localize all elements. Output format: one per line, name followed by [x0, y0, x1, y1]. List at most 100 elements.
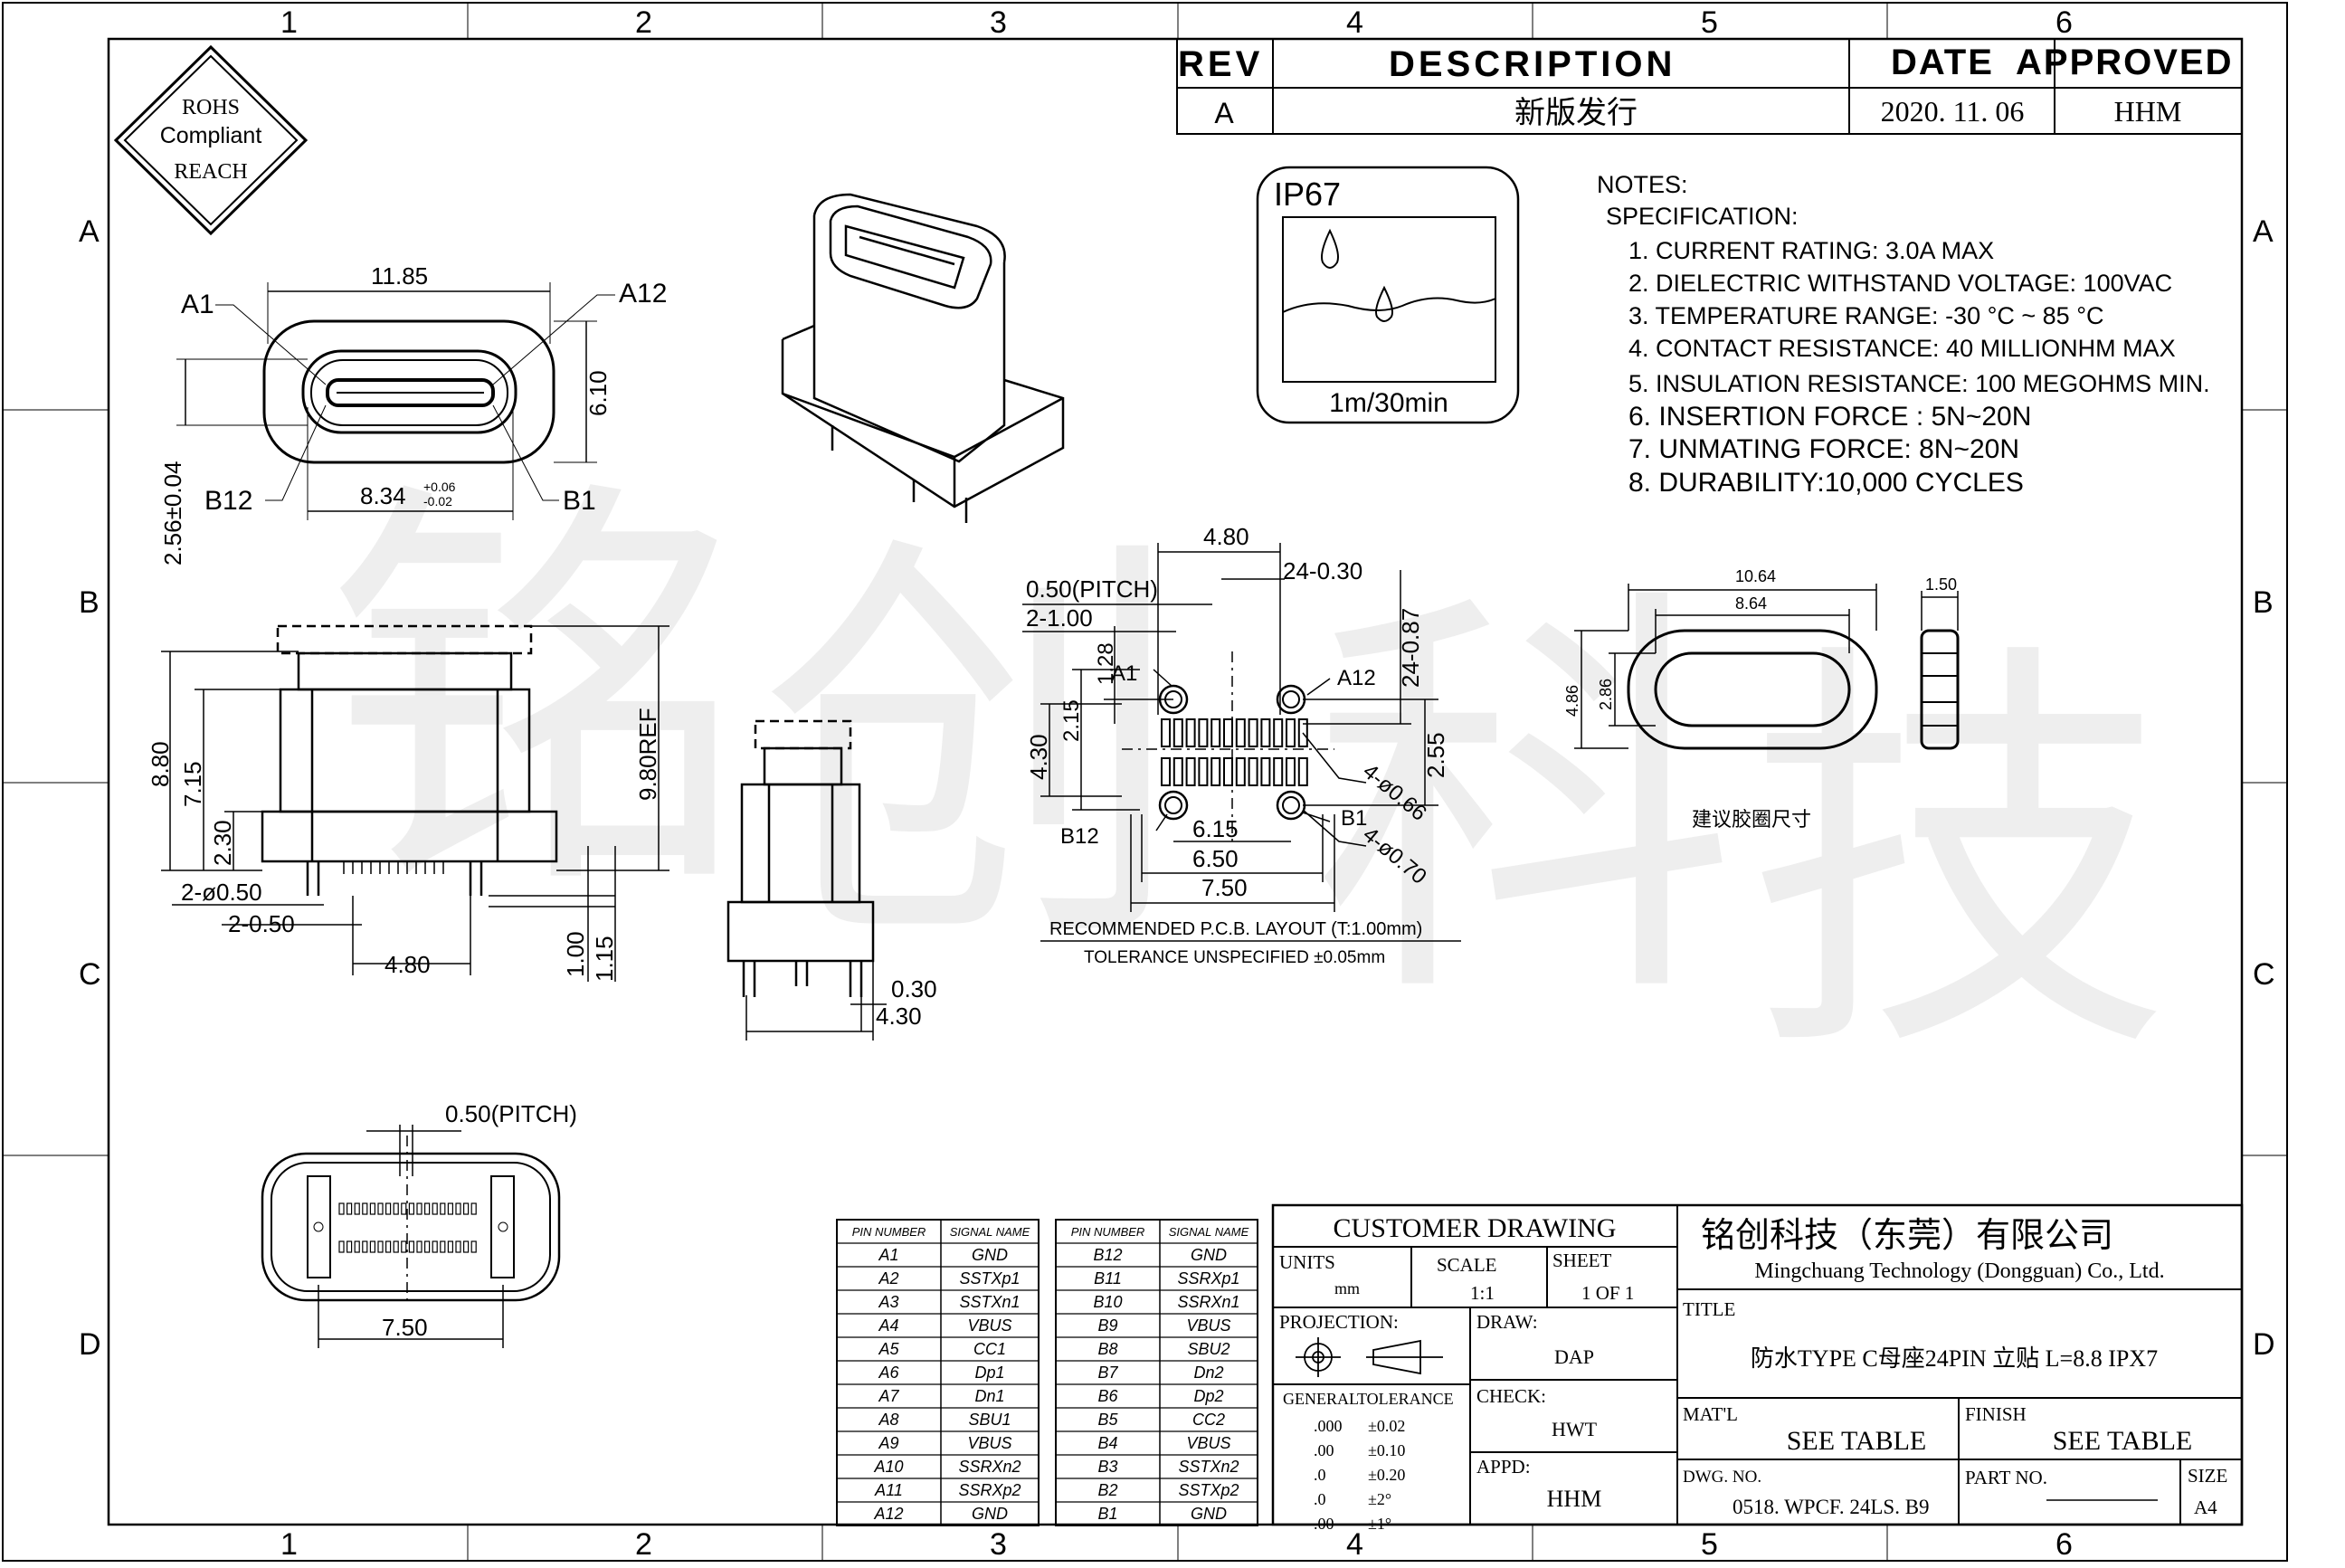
- pin-number-cell: B1: [1097, 1505, 1117, 1523]
- rev-header: REV: [1178, 44, 1263, 84]
- bottom-pin: [447, 1240, 453, 1253]
- bottom-pin: [385, 1202, 392, 1215]
- row-label-d-left: D: [79, 1327, 101, 1362]
- pcb-pad: [1260, 718, 1271, 747]
- pin-number-cell: A9: [878, 1434, 898, 1452]
- pcb-dim-top: 4.80: [1203, 523, 1249, 550]
- water-drop-icon-2: [1375, 285, 1393, 322]
- tolerance-rows: .000±0.02.00±0.10.0±0.20.0±2°.00±1°: [1314, 1417, 1405, 1533]
- pcb-pad: [1198, 718, 1209, 747]
- front-pin-b12: B12: [204, 486, 252, 516]
- signal-name-cell: GND: [972, 1505, 1008, 1523]
- pin-number-cell: B2: [1097, 1481, 1117, 1499]
- dim-side-pitch: 4.80: [385, 951, 431, 978]
- pcb-pad: [1185, 718, 1196, 747]
- signal-name-cell: SSTXn1: [959, 1293, 1020, 1311]
- pcb-pad: [1210, 757, 1221, 786]
- bottom-pin: [447, 1202, 453, 1215]
- signal-name-cell: SSTXn2: [1178, 1458, 1239, 1476]
- note-item-4: 4. CONTACT RESISTANCE: 40 MILLIONHM MAX: [1628, 335, 2176, 362]
- pcb-dim-pads: 2-1.00: [1026, 604, 1093, 632]
- bottom-pin: [338, 1202, 345, 1215]
- sheet-border: 1 2 3 4 5 6 1 2 3 4 5 6 A B C D A B C D: [2, 2, 2288, 1562]
- company-name-en: Mingchuang Technology (Dongguan) Co., Lt…: [1754, 1259, 2164, 1283]
- units-value: mm: [1334, 1279, 1360, 1297]
- pin-number-cell: A3: [878, 1293, 898, 1311]
- bottom-pin: [354, 1202, 360, 1215]
- appd-value: HHM: [1547, 1486, 1602, 1512]
- bottom-pin: [401, 1202, 407, 1215]
- bottom-pin: [362, 1202, 368, 1215]
- tolerance-value: ±1°: [1368, 1515, 1391, 1533]
- ip67-badge: IP67 1m/30min: [1256, 166, 1520, 424]
- note-item-5: 5. INSULATION RESISTANCE: 100 MEGOHMS MI…: [1628, 370, 2210, 397]
- pin-number-cell: A8: [878, 1411, 898, 1429]
- bottom-pin: [462, 1202, 470, 1215]
- gasket-caption: 建议胶圈尺寸: [1692, 808, 1811, 831]
- bottom-pin: [393, 1240, 399, 1253]
- pcb-pad: [1297, 718, 1308, 747]
- pin-number-cell: A4: [878, 1316, 898, 1335]
- bottom-pin: [432, 1240, 438, 1253]
- side-view: 8.80 7.15 2.30 9.80REF 2-ø0.50 2-0.50 4.…: [147, 624, 669, 982]
- bottom-pin: [440, 1202, 446, 1215]
- units-label: UNITS: [1279, 1251, 1335, 1273]
- col-label-6-bottom: 6: [2055, 1527, 2073, 1562]
- bottom-pin: [408, 1202, 414, 1215]
- pcb-pad: [1248, 757, 1258, 786]
- notes-heading: NOTES:: [1597, 171, 1688, 198]
- isometric-view: [781, 193, 1065, 523]
- pcb-tolerance: TOLERANCE UNSPECIFIED ±0.05mm: [1084, 948, 1385, 967]
- pin-table-header: SIGNAL NAME: [1169, 1225, 1249, 1239]
- sheet-label: SHEET: [1552, 1250, 1612, 1271]
- pin-number-cell: B6: [1097, 1387, 1118, 1405]
- tolerance-precision: .00: [1314, 1515, 1334, 1533]
- title-label: TITLE: [1683, 1298, 1735, 1320]
- pcb-pad: [1260, 757, 1271, 786]
- signal-name-cell: SBU1: [968, 1411, 1011, 1429]
- size-label: SIZE: [2188, 1465, 2227, 1487]
- pcb-pad: [1172, 757, 1183, 786]
- bottom-pin: [347, 1240, 353, 1253]
- note-item-1: 1. CURRENT RATING: 3.0A MAX: [1628, 237, 1994, 264]
- col-label-4-top: 4: [1346, 5, 1363, 40]
- dim-front-width: 11.85: [371, 262, 428, 290]
- bottom-pin: [377, 1202, 384, 1215]
- pin-number-cell: B3: [1097, 1458, 1117, 1476]
- tolerance-precision: .00: [1314, 1441, 1334, 1459]
- col-label-2-top: 2: [635, 5, 652, 40]
- dim-narrow-w2: 4.30: [876, 1003, 922, 1030]
- dim-side-pin: 2-0.50: [228, 910, 295, 937]
- bottom-pin: [432, 1202, 438, 1215]
- dwg-no-value: 0518. WPCF. 24LS. B9: [1733, 1496, 1930, 1518]
- bottom-pin: [416, 1202, 422, 1215]
- matl-value: SEE TABLE: [1787, 1426, 1927, 1456]
- pcb-dim-h215: 2.15: [1059, 699, 1084, 742]
- pin-number-cell: B12: [1093, 1246, 1122, 1264]
- dim-front-inner: 8.34: [360, 482, 406, 509]
- bottom-pin: [462, 1240, 470, 1253]
- matl-label: MAT'L: [1683, 1403, 1738, 1425]
- customer-drawing-label: CUSTOMER DRAWING: [1334, 1213, 1617, 1243]
- gasket: 10.64 8.64 1.50 4.86 2.86 建议胶圈尺寸: [1563, 567, 1960, 831]
- pin-number-cell: B8: [1097, 1340, 1117, 1358]
- pin-number-cell: A10: [873, 1458, 903, 1476]
- dim-narrow-w1: 0.30: [891, 975, 937, 1003]
- pcb-pad: [1273, 757, 1284, 786]
- projection-symbol-icon: [1296, 1337, 1443, 1377]
- description-header: DESCRIPTION: [1389, 44, 1676, 84]
- signal-name-cell: SSRXp2: [958, 1481, 1021, 1499]
- pcb-dim-h128: 1.28: [1094, 642, 1118, 685]
- row-label-c-right: C: [2253, 957, 2275, 992]
- projection-label: PROJECTION:: [1279, 1311, 1399, 1333]
- pcb-pin-a12: A12: [1337, 666, 1376, 690]
- bottom-pin: [347, 1202, 353, 1215]
- signal-name-cell: VBUS: [1186, 1316, 1230, 1335]
- dim-side-ref: 9.80REF: [634, 708, 661, 801]
- pcb-pad: [1172, 718, 1183, 747]
- note-item-7: 7. UNMATING FORCE: 8N~20N: [1628, 434, 2019, 464]
- bottom-pin: [470, 1240, 477, 1253]
